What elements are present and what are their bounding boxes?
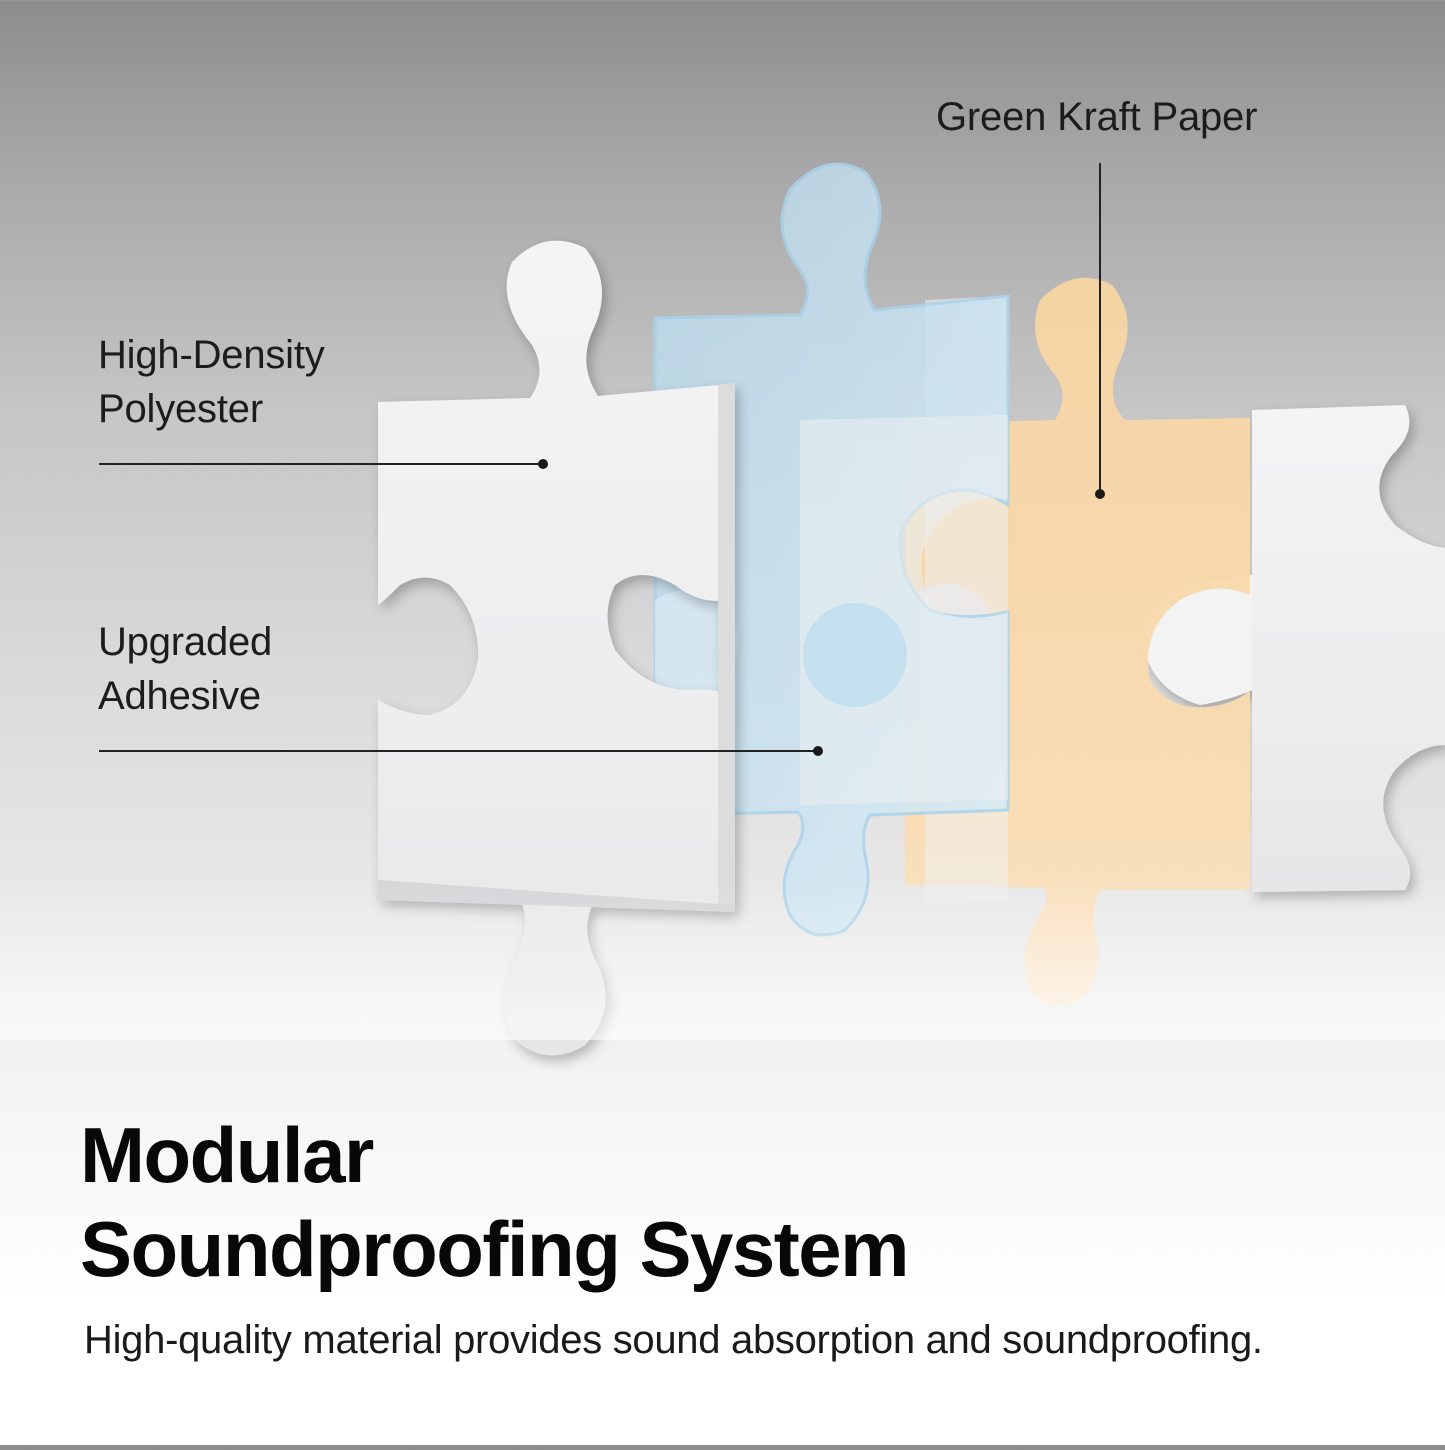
callout-adhesive-label: Upgraded Adhesive: [98, 615, 272, 723]
headline-line2: Soundproofing System: [80, 1205, 910, 1293]
subline-description: High-quality material provides sound abs…: [84, 1318, 1263, 1362]
adhesive-layer: [653, 162, 1010, 937]
callout-polyester-dot: [538, 459, 548, 469]
callout-kraft-label: Green Kraft Paper: [936, 95, 1258, 139]
callout-adhesive-line2: Adhesive: [98, 674, 261, 718]
headline-line1: Modular: [80, 1111, 374, 1199]
callout-adhesive-dot: [813, 746, 823, 756]
callout-polyester-line2: Polyester: [98, 387, 263, 431]
callout-adhesive-leader: [99, 750, 815, 752]
headline: Modular Soundproofing System: [80, 1108, 910, 1296]
callout-adhesive-line1: Upgraded: [98, 620, 273, 664]
callout-kraft-dot: [1095, 489, 1105, 499]
callout-polyester-leader: [99, 463, 541, 465]
callout-polyester-label: High-Density Polyester: [98, 328, 325, 436]
callout-polyester-line1: High-Density: [98, 333, 325, 377]
callout-kraft-leader: [1099, 163, 1101, 493]
